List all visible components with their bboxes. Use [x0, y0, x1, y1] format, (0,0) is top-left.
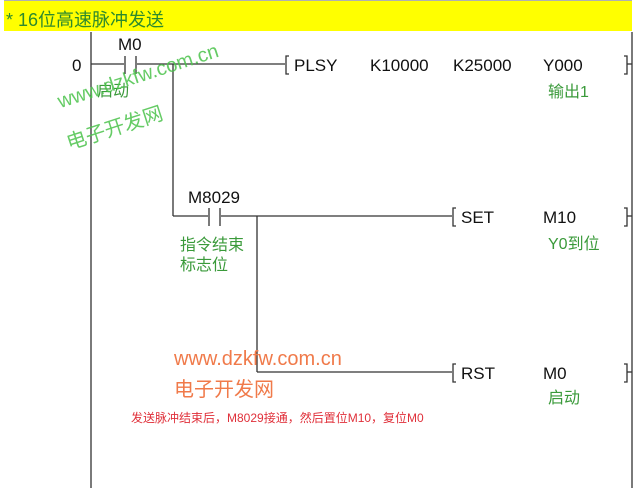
set-mnemonic[interactable]: SET — [461, 208, 495, 227]
step-number: 0 — [72, 56, 82, 75]
rst-operand-comment: 启动 — [548, 390, 581, 407]
plsy-operand-3[interactable]: Y000 — [543, 56, 583, 75]
contact-m8029-comment-line2: 标志位 — [180, 257, 229, 274]
rst-close-bracket — [624, 363, 628, 383]
plsy-open-bracket — [285, 55, 289, 75]
plsy-mnemonic[interactable]: PLSY — [294, 56, 338, 75]
watermark-orange-name: 电子开发网 — [174, 379, 274, 401]
plsy-operand-2[interactable]: K25000 — [453, 56, 512, 75]
contact-m8029-device[interactable]: M8029 — [188, 188, 240, 207]
plsy-operand-1[interactable]: K10000 — [370, 56, 429, 75]
rst-mnemonic[interactable]: RST — [461, 364, 495, 383]
contact-m8029-comment-line1: 指令结束 — [180, 237, 245, 254]
rst-operand[interactable]: M0 — [543, 364, 567, 383]
set-operand[interactable]: M10 — [543, 208, 577, 227]
plsy-output-comment: 输出1 — [548, 84, 589, 101]
set-operand-comment: Y0到位 — [548, 236, 600, 253]
set-close-bracket — [624, 207, 628, 227]
plsy-close-bracket — [624, 55, 628, 75]
contact-m0-comment: 启动 — [97, 83, 130, 100]
watermark-orange-url: www.dzkfw.com.cn — [174, 348, 342, 370]
set-open-bracket — [452, 207, 456, 227]
rst-open-bracket — [452, 363, 456, 383]
header-title: * 16位高速脉冲发送 — [6, 10, 165, 30]
rung-comment-header: * 16位高速脉冲发送 — [4, 0, 632, 31]
explanation-note: 发送脉冲结束后，M8029接通，然后置位M10，复位M0 — [131, 411, 424, 425]
contact-m0-device[interactable]: M0 — [118, 35, 142, 54]
